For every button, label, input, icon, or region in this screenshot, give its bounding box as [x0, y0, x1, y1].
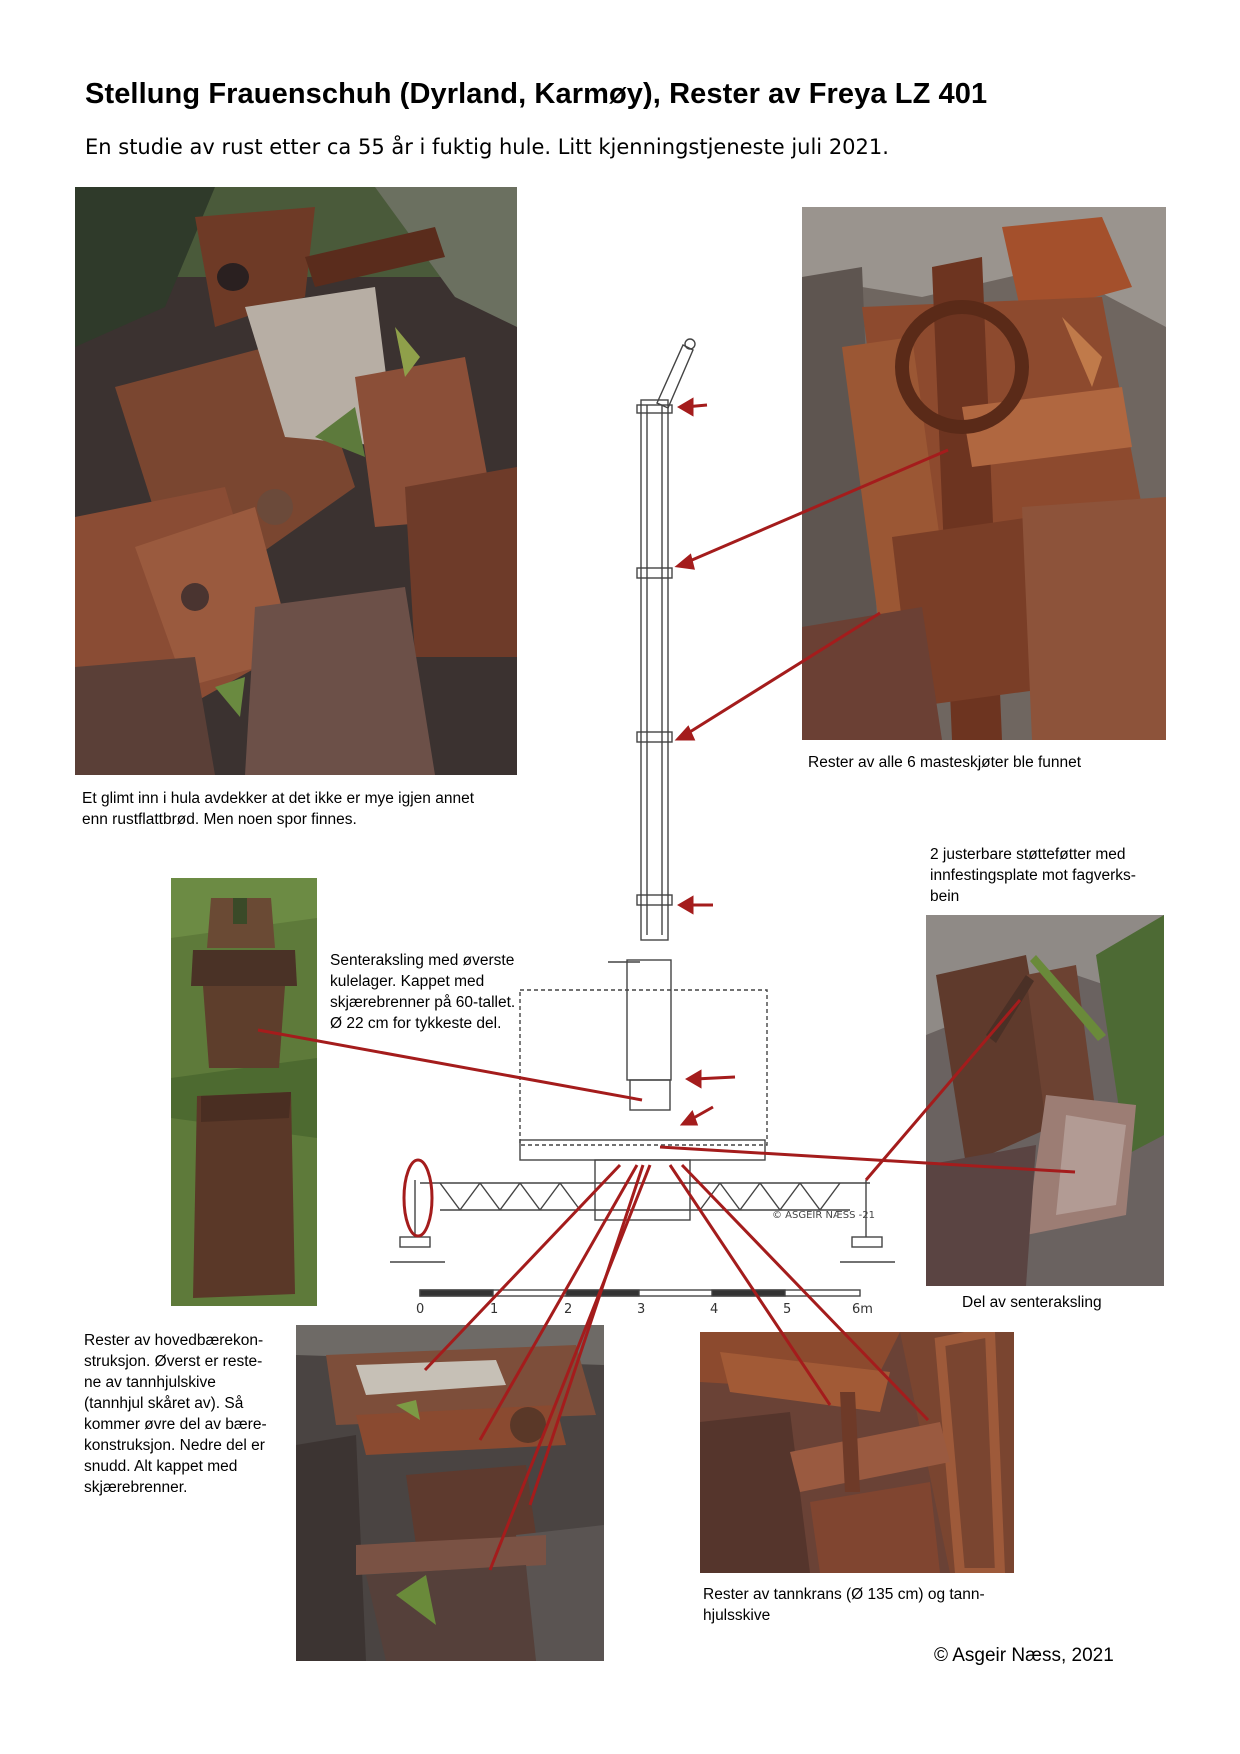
scale-label: 3 — [637, 1302, 645, 1317]
cave-caption: Et glimt inn i hula avdekker at det ikke… — [82, 788, 474, 830]
copyright: © Asgeir Næss, 2021 — [934, 1645, 1114, 1666]
caption-line: (tannhjul skåret av). Så — [84, 1395, 244, 1412]
caption-line: kulelager. Kappet med — [330, 973, 485, 990]
cave-photo — [75, 187, 517, 775]
caption-line: konstruksjon. Nedre del er — [84, 1437, 265, 1454]
main-structure-caption: Rester av hovedbærekon- struksjon. Øvers… — [84, 1330, 267, 1498]
caption-line: innfestingsplate mot fagverks- — [930, 867, 1136, 884]
scale-label: 6m — [852, 1302, 873, 1317]
page-title: Stellung Frauenschuh (Dyrland, Karmøy), … — [85, 78, 988, 110]
caption-line: Rester av hovedbærekon- — [84, 1332, 264, 1349]
scale-label: 4 — [710, 1302, 718, 1317]
support-feet-photo — [926, 915, 1164, 1286]
gear-ring-photo — [700, 1332, 1014, 1573]
scale-labels: 0 1 2 3 4 5 6m — [416, 1302, 873, 1317]
main-structure-photo — [296, 1325, 604, 1661]
caption-line: snudd. Alt kappet med — [84, 1458, 238, 1475]
caption-line: bein — [930, 888, 960, 905]
drawing-signature: © ASGEIR NÆSS -21 — [772, 1210, 875, 1221]
caption-line: Et glimt inn i hula avdekker at det ikke… — [82, 790, 475, 807]
center-shaft-photo — [171, 878, 317, 1306]
caption-line: enn rustflattbrød. Men noen spor finnes. — [82, 811, 357, 828]
caption-line: Del av senteraksling — [962, 1294, 1102, 1311]
scale-label: 2 — [564, 1302, 572, 1317]
caption-line: Ø 22 cm for tykkeste del. — [330, 1015, 502, 1032]
scale-label: 5 — [783, 1302, 791, 1317]
caption-line: skjærebrenner. — [84, 1479, 188, 1496]
shaft-part-caption: Del av senteraksling — [962, 1292, 1102, 1313]
support-feet-caption: 2 justerbare støtteføtter med innfesting… — [930, 844, 1136, 907]
caption-line: kommer øvre del av bære- — [84, 1416, 267, 1433]
scale-label: 1 — [490, 1302, 498, 1317]
center-shaft-caption: Senteraksling med øverste kulelager. Kap… — [330, 950, 515, 1034]
caption-line: Senteraksling med øverste — [330, 952, 515, 969]
caption-line: ne av tannhjulskive — [84, 1374, 216, 1391]
caption-line: struksjon. Øverst er reste- — [84, 1353, 263, 1370]
gear-ring-caption: Rester av tannkrans (Ø 135 cm) og tann- … — [703, 1584, 985, 1626]
page-subtitle: En studie av rust etter ca 55 år i fukti… — [85, 135, 889, 159]
caption-line: skjærebrenner på 60-tallet. — [330, 994, 516, 1011]
caption-line: Rester av alle 6 masteskjøter ble funnet — [808, 754, 1082, 771]
caption-line: Rester av tannkrans (Ø 135 cm) og tann- — [703, 1586, 985, 1603]
mast-joints-caption: Rester av alle 6 masteskjøter ble funnet — [808, 752, 1081, 773]
scale-label: 0 — [416, 1302, 424, 1317]
mast-joints-photo — [802, 207, 1166, 740]
caption-line: hjulsskive — [703, 1607, 771, 1624]
caption-line: 2 justerbare støtteføtter med — [930, 846, 1126, 863]
